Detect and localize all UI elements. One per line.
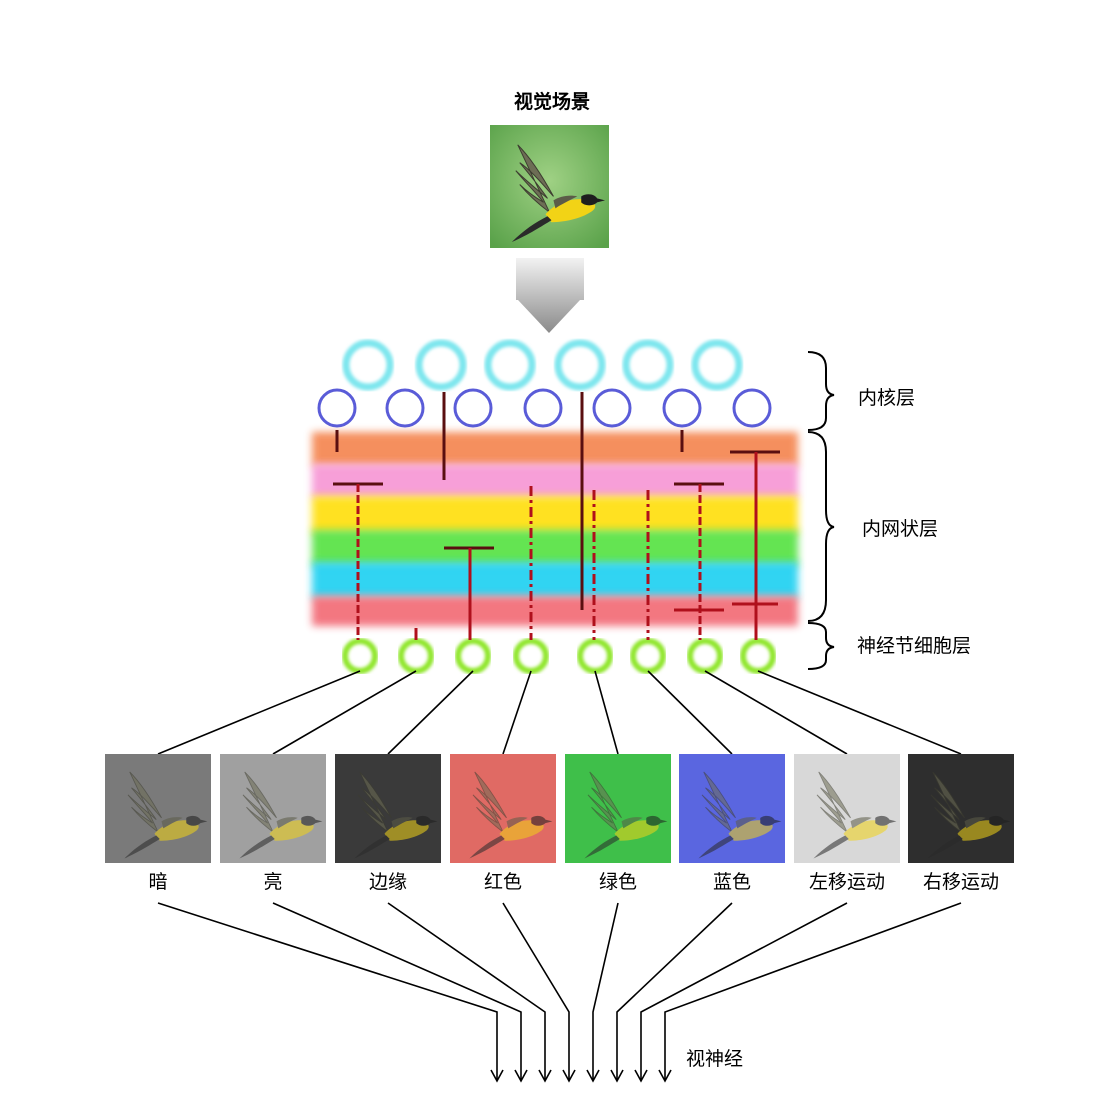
ganglion-links [157, 670, 962, 755]
channel-3: 边缘 [335, 754, 441, 893]
channel-label-5: 绿色 [599, 871, 637, 893]
inner-nuclear-cell-4 [523, 388, 563, 428]
channel-row: 暗 亮 边缘 红色 绿色 蓝色 左移运动 右移运动 [105, 754, 1014, 893]
channel-label-1: 暗 [148, 871, 167, 893]
plexiform-bands [312, 432, 798, 626]
band-red [312, 596, 798, 626]
band-pink [312, 464, 798, 498]
nerve-line-6 [616, 902, 733, 1080]
channel-6: 蓝色 [679, 754, 785, 893]
band-yellow [312, 496, 798, 534]
nerve-line-5 [592, 902, 619, 1080]
optic-nerve-lines [157, 902, 962, 1083]
ganglion-link-5 [594, 670, 619, 755]
band-cyan [312, 562, 798, 598]
inner-nuclear-cell-6 [662, 388, 702, 428]
ganglion-cell-1 [342, 638, 378, 674]
channel-5: 绿色 [565, 754, 671, 893]
channel-image-2 [220, 754, 326, 863]
ganglion-link-4 [502, 670, 532, 755]
brace-ganglion [807, 622, 835, 670]
nerve-arrow-icon-5 [586, 1069, 600, 1083]
nerve-line-7 [640, 902, 848, 1080]
band-green [312, 530, 798, 566]
nerve-line-1 [157, 902, 498, 1080]
cells [317, 339, 776, 674]
channel-image-4 [450, 754, 556, 863]
nerve-line-8 [664, 902, 962, 1080]
ganglion-cell-3 [455, 638, 491, 674]
inner-nuclear-cell-top-6 [691, 339, 743, 391]
channel-8: 右移运动 [908, 754, 1014, 893]
inner-nuclear-cell-top-3 [484, 339, 536, 391]
inner-nuclear-cell-3 [453, 388, 493, 428]
channel-image-6 [679, 754, 785, 863]
nerve-line-3 [387, 902, 546, 1080]
scene-image [490, 125, 609, 248]
ganglion-link-8 [757, 670, 962, 755]
channel-2: 亮 [220, 754, 326, 893]
channel-label-8: 右移运动 [923, 871, 999, 893]
inner-nuclear-cell-5 [592, 388, 632, 428]
scene-title: 视觉场景 [514, 90, 590, 113]
channel-image-3 [335, 754, 441, 863]
channel-label-2: 亮 [263, 871, 282, 893]
ganglion-link-6 [647, 670, 733, 755]
ganglion-cell-4 [513, 638, 549, 674]
layer-braces [807, 351, 835, 670]
band-orange [312, 432, 798, 466]
ganglion-cell-5 [577, 638, 613, 674]
ganglion-link-1 [157, 670, 361, 755]
ganglion-cell-7 [687, 638, 723, 674]
nerve-line-4 [502, 902, 570, 1080]
nerve-line-2 [272, 902, 522, 1080]
label-inner-nuclear: 内核层 [858, 387, 915, 409]
channel-label-6: 蓝色 [713, 871, 751, 893]
inner-nuclear-cell-7 [732, 388, 772, 428]
inner-nuclear-cell-1 [317, 388, 357, 428]
channel-4: 红色 [450, 754, 556, 893]
neurites [333, 392, 780, 640]
channel-image-7 [794, 754, 900, 863]
label-optic-nerve: 视神经 [686, 1048, 743, 1070]
nerve-arrow-icon-1 [490, 1069, 504, 1083]
ganglion-cell-2 [398, 638, 434, 674]
channel-label-4: 红色 [484, 871, 522, 893]
brace-inner-plexiform [807, 431, 835, 622]
nerve-arrow-icon-4 [562, 1069, 576, 1083]
ganglion-cell-6 [630, 638, 666, 674]
ganglion-link-7 [704, 670, 848, 755]
inner-nuclear-cell-top-1 [342, 339, 394, 391]
ganglion-cell-8 [740, 638, 776, 674]
ganglion-link-2 [272, 670, 417, 755]
channel-7: 左移运动 [794, 754, 900, 893]
inner-nuclear-cell-2 [385, 388, 425, 428]
inner-nuclear-cell-top-2 [415, 339, 467, 391]
channel-1: 暗 [105, 754, 211, 893]
channel-label-3: 边缘 [369, 871, 407, 893]
down-arrow-icon [516, 258, 584, 333]
channel-image-1 [105, 754, 211, 863]
nerve-arrow-icon-8 [658, 1069, 672, 1083]
nerve-arrow-icon-7 [634, 1069, 648, 1083]
label-ganglion: 神经节细胞层 [857, 635, 971, 657]
channel-image-5 [565, 754, 671, 863]
channel-label-7: 左移运动 [809, 871, 885, 893]
nerve-arrow-icon-3 [538, 1069, 552, 1083]
channel-image-8 [908, 754, 1014, 863]
nerve-arrow-icon-2 [514, 1069, 528, 1083]
label-inner-plexiform: 内网状层 [862, 518, 938, 540]
ganglion-link-3 [387, 670, 474, 755]
inner-nuclear-cell-top-4 [554, 339, 606, 391]
inner-nuclear-cell-top-5 [622, 339, 674, 391]
nerve-arrow-icon-6 [610, 1069, 624, 1083]
brace-inner-nuclear [807, 351, 835, 431]
